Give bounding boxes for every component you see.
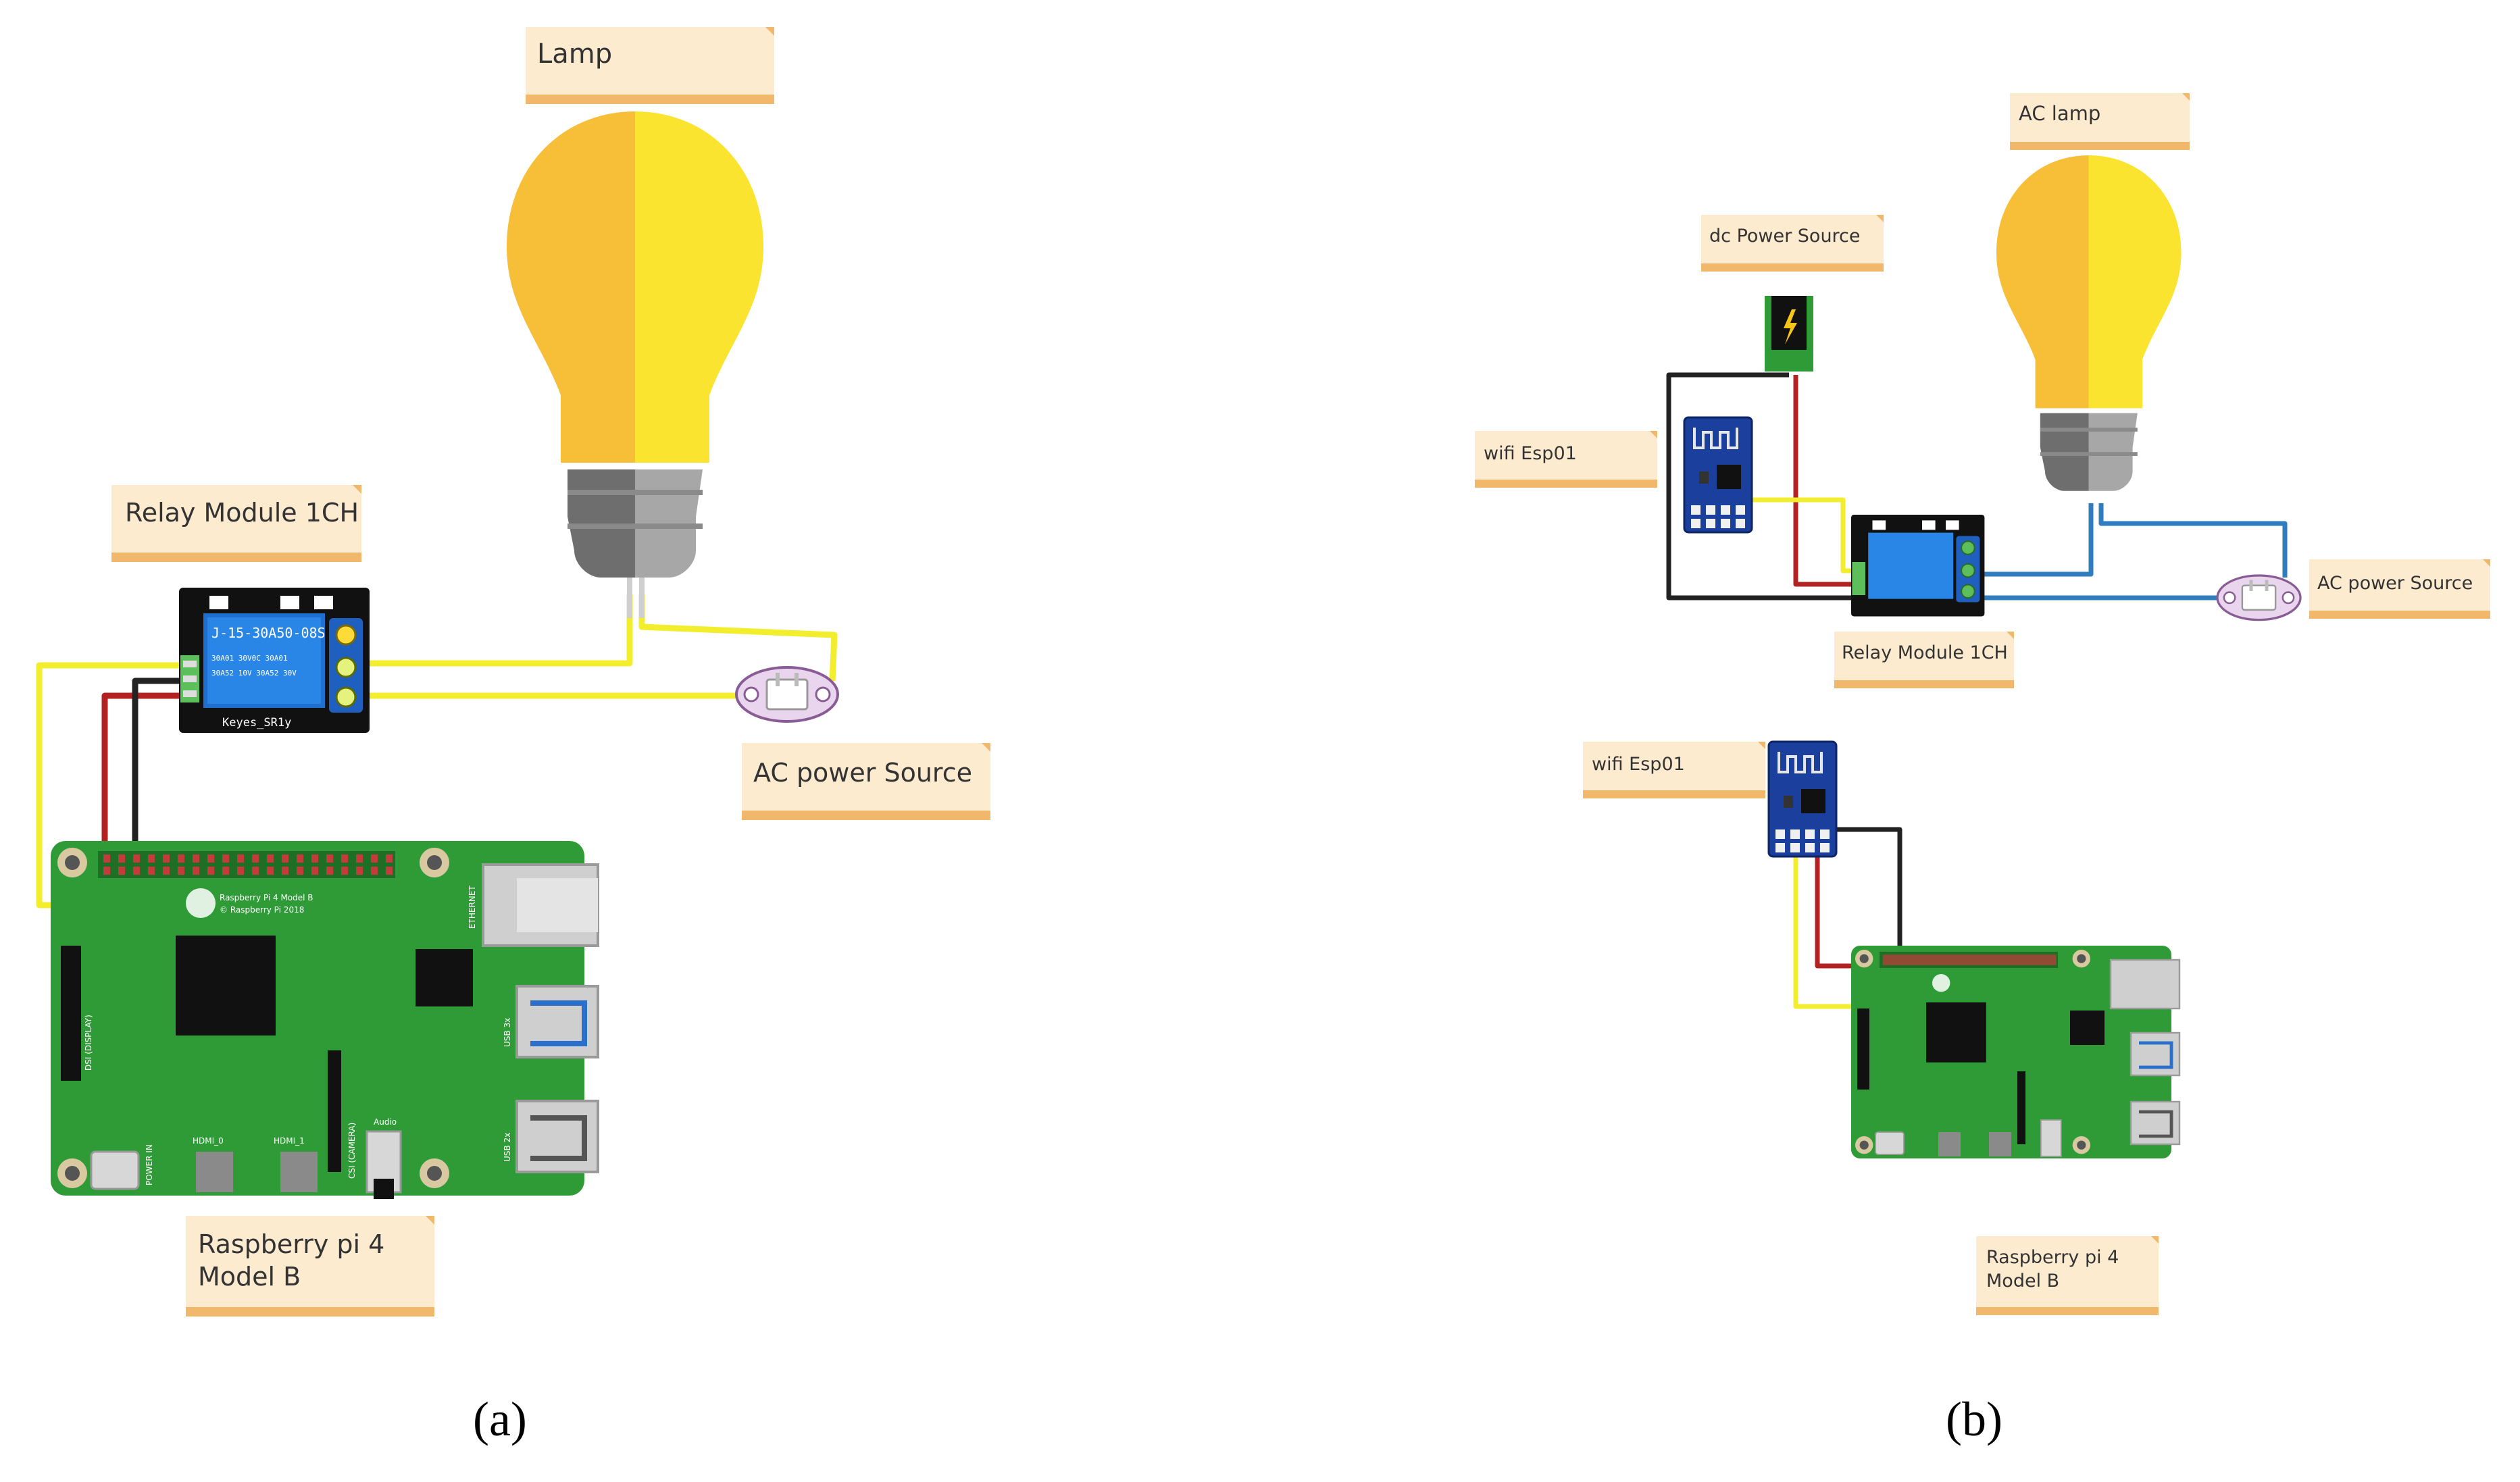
label-wifi-bottom: wifi Esp01 <box>1583 742 1765 798</box>
label-ac-power-b: AC power Source <box>2309 559 2490 619</box>
relay-text-1: J-15-30A50-08S <box>211 625 326 641</box>
pi-power: POWER IN <box>145 1144 154 1185</box>
wire-esp2-black <box>1832 827 1902 958</box>
ac-connector <box>735 666 839 723</box>
label-lamp-text: Lamp <box>537 39 612 70</box>
relay-text-2: 30A01 30V0C 30A01 <box>211 654 288 663</box>
label-wifi-top-text: wifi Esp01 <box>1484 443 1577 464</box>
wire-lamp-to-relay <box>341 594 633 667</box>
caption-a: (a) <box>473 1392 527 1446</box>
label-ac-power-text: AC power Source <box>753 758 972 788</box>
pi-title: Raspberry Pi 4 Model B <box>220 893 313 902</box>
pi-usb3: USB 3x <box>503 1018 512 1047</box>
wire-dc-gnd <box>1666 372 1855 601</box>
wires-panel-b <box>1666 372 2288 1009</box>
label-raspberry-pi-b: Raspberry pi 4 Model B <box>1976 1236 2159 1315</box>
label-pi-b-line2: Model B <box>1986 1271 2059 1292</box>
label-relay-text: Relay Module 1CH <box>125 498 359 528</box>
wire-lamp-blue-1 <box>1973 503 2094 577</box>
pi-hdmi1: HDMI_1 <box>274 1136 305 1146</box>
label-relay: Relay Module 1CH <box>111 485 361 562</box>
wire-vcc-red <box>101 692 181 854</box>
esp01-module-top <box>1683 416 1753 534</box>
label-pi-line1: Raspberry pi 4 <box>198 1229 384 1259</box>
ac-lamp <box>1996 155 2182 491</box>
pi-hdmi0: HDMI_0 <box>193 1136 224 1146</box>
pi-usb2: USB 2x <box>503 1133 512 1162</box>
relay-text-3: 30A52 10V 30A52 30V <box>211 669 297 678</box>
panel-a: Lamp Relay Module 1CH J-15-30A50-08S 30A… <box>36 27 990 1446</box>
label-relay-b-text: Relay Module 1CH <box>1842 642 2008 663</box>
relay-module: J-15-30A50-08S 30A01 30V0C 30A01 30A52 1… <box>179 588 370 733</box>
label-wifi-bottom-text: wifi Esp01 <box>1592 754 1685 775</box>
pi-audio: Audio <box>374 1117 397 1127</box>
label-pi-line2: Model B <box>198 1262 301 1292</box>
label-pi-b-line1: Raspberry pi 4 <box>1986 1247 2119 1268</box>
label-ac-lamp: AC lamp <box>2010 93 2190 150</box>
wire-lamp-blue-2 <box>2098 503 2288 578</box>
pi-copyright: © Raspberry Pi 2018 <box>220 905 304 915</box>
relay-brand: Keyes_SR1y <box>222 716 291 730</box>
label-ac-power-b-text: AC power Source <box>2317 573 2473 594</box>
wire-gnd-black <box>132 678 181 854</box>
label-dc-power: dc Power Source <box>1701 215 1884 272</box>
lamp <box>507 111 763 618</box>
label-relay-b: Relay Module 1CH <box>1834 632 2014 688</box>
relay-module-b <box>1851 515 1985 617</box>
label-ac-lamp-text: AC lamp <box>2019 102 2100 125</box>
pi-ethernet: ETHERNET <box>468 886 477 929</box>
label-lamp: Lamp <box>526 27 774 104</box>
ac-connector-b <box>2216 574 2302 621</box>
raspberry-pi-board: Raspberry Pi 4 Model B © Raspberry Pi 20… <box>51 841 599 1199</box>
dc-power-jack <box>1765 296 1813 372</box>
label-ac-power: AC power Source <box>742 743 990 820</box>
label-dc-power-text: dc Power Source <box>1709 226 1861 247</box>
wire-esp-signal <box>1713 497 1855 573</box>
pi-csi: CSI (CAMERA) <box>347 1123 357 1179</box>
label-wifi-top: wifi Esp01 <box>1475 431 1657 488</box>
caption-b: (b) <box>1946 1392 2002 1446</box>
wire-dc-vcc <box>1793 375 1855 587</box>
label-raspberry-pi: Raspberry pi 4 Model B <box>186 1216 434 1317</box>
panel-b: AC lamp dc Power Source wifi Esp01 <box>1475 93 2490 1446</box>
lightning-icon <box>1784 309 1797 344</box>
raspberry-logo-icon <box>186 888 216 918</box>
raspberry-pi-board-b <box>1851 946 2181 1158</box>
esp01-module-bottom <box>1767 740 1838 858</box>
pi-dsi: DSI (DISPLAY) <box>84 1015 93 1071</box>
